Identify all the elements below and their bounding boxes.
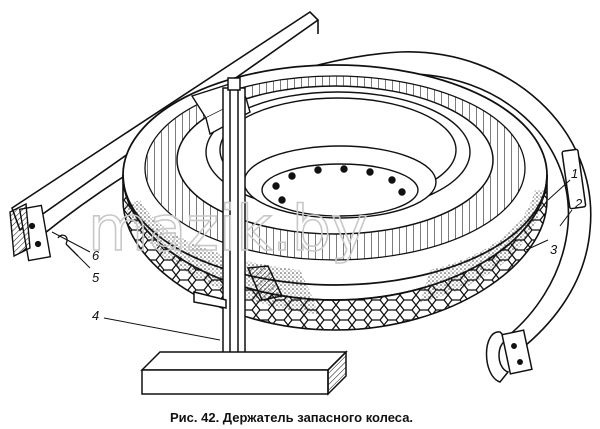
callout-3: 3 (550, 242, 558, 257)
callout-4: 4 (92, 308, 99, 323)
callout-leaders (51, 179, 573, 341)
strap-hook-right (485, 148, 587, 383)
rim-bolt-holes (272, 165, 406, 204)
watermark: mazik.by (88, 192, 368, 265)
strap-end-left (9, 202, 52, 262)
base-block (140, 350, 348, 396)
figure-caption: Рис. 42. Держатель запасного колеса. (170, 410, 413, 425)
callout-6: 6 (92, 248, 100, 263)
wheel-rim (205, 91, 471, 219)
callout-1: 1 (571, 166, 578, 181)
callout-5: 5 (92, 270, 100, 285)
callout-2: 2 (574, 196, 583, 211)
